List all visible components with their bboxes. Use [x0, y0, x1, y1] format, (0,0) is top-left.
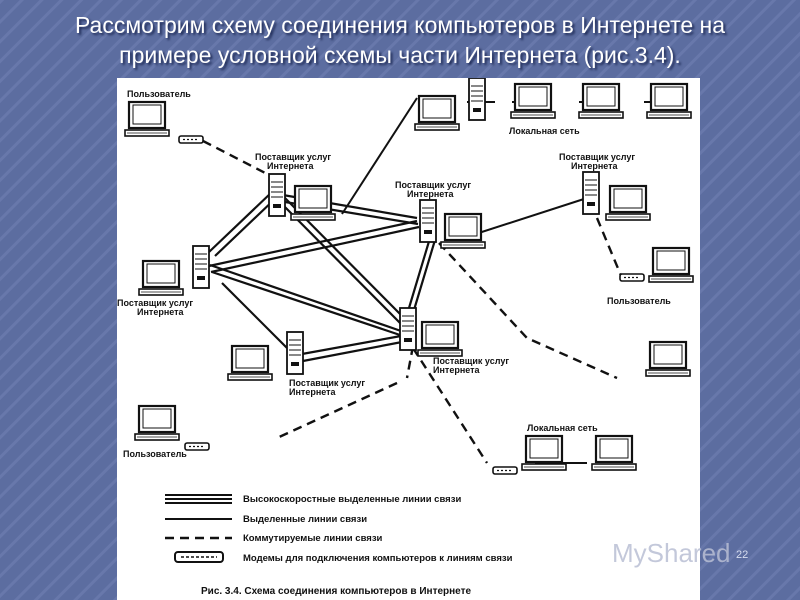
server-icon: [399, 307, 417, 351]
slide-number: 22: [736, 549, 749, 561]
modem-icon: [184, 442, 210, 451]
legend-dedicated-label: Выделенные линии связи: [243, 514, 367, 525]
switched-lines: [202, 139, 624, 464]
network-diagram-figure: Пользователь Поставщик услуг Интернета П…: [117, 78, 700, 600]
modem-icon: [619, 273, 645, 282]
computer-icon: [644, 340, 692, 378]
server-icon: [286, 331, 304, 375]
legend-high-speed-label: Высокоскоростные выделенные линии связи: [243, 494, 461, 505]
label-user: Пользователь: [127, 89, 191, 99]
computer-icon: [133, 404, 181, 442]
label-user: Пользователь: [123, 449, 187, 459]
label-lan: Локальная сеть: [509, 126, 580, 136]
label-isp: Интернета: [407, 189, 455, 199]
computer-icon: [439, 212, 487, 250]
computer-icon: [226, 344, 274, 382]
label-isp: Поставщик услуг: [395, 180, 471, 190]
computer-icon: [509, 82, 557, 120]
computer-icon: [416, 320, 464, 358]
server-icon: [268, 173, 286, 217]
server-icon: [419, 199, 437, 243]
computer-icon: [647, 246, 695, 284]
label-isp: Интернета: [267, 161, 315, 171]
computer-icon: [590, 434, 638, 472]
watermark-logo: MyShared: [612, 538, 731, 568]
label-user: Пользователь: [607, 296, 671, 306]
title-line-1: Рассмотрим схему соединения компьютеров …: [74, 12, 726, 38]
label-lan: Локальная сеть: [527, 423, 598, 433]
server-icon: [192, 245, 210, 289]
modem-icon: [178, 135, 204, 144]
label-isp: Интернета: [289, 387, 337, 397]
legend: Высокоскоростные выделенные линии связи …: [165, 494, 513, 564]
label-isp: Поставщик услуг: [559, 152, 635, 162]
computer-icon: [604, 184, 652, 222]
label-isp: Поставщик услуг: [289, 378, 365, 388]
computer-icon: [645, 82, 693, 120]
label-isp: Интернета: [433, 365, 481, 375]
server-icon: [468, 78, 486, 121]
label-isp: Поставщик услуг: [255, 152, 331, 162]
label-isp: Интернета: [571, 161, 619, 171]
computer-icon: [520, 434, 568, 472]
modem-icon: [492, 466, 518, 475]
label-isp: Поставщик услуг: [117, 298, 193, 308]
label-isp: Поставщик услуг: [433, 356, 509, 366]
computer-icon: [123, 100, 171, 138]
computer-icon: [577, 82, 625, 120]
label-isp: Интернета: [137, 307, 185, 317]
legend-modem-label: Модемы для подключения компьютеров к лин…: [243, 553, 513, 564]
legend-switched-label: Коммутируемые линии связи: [243, 533, 383, 544]
title-line-2: примере условной схемы части Интернета (…: [119, 42, 681, 68]
computer-icon: [137, 259, 185, 297]
computer-icon: [289, 184, 337, 222]
figure-caption: Рис. 3.4. Схема соединения компьютеров в…: [201, 586, 472, 597]
server-icon: [582, 171, 600, 215]
slide-title: Рассмотрим схему соединения компьютеров …: [0, 10, 800, 70]
computer-icon: [413, 94, 461, 132]
